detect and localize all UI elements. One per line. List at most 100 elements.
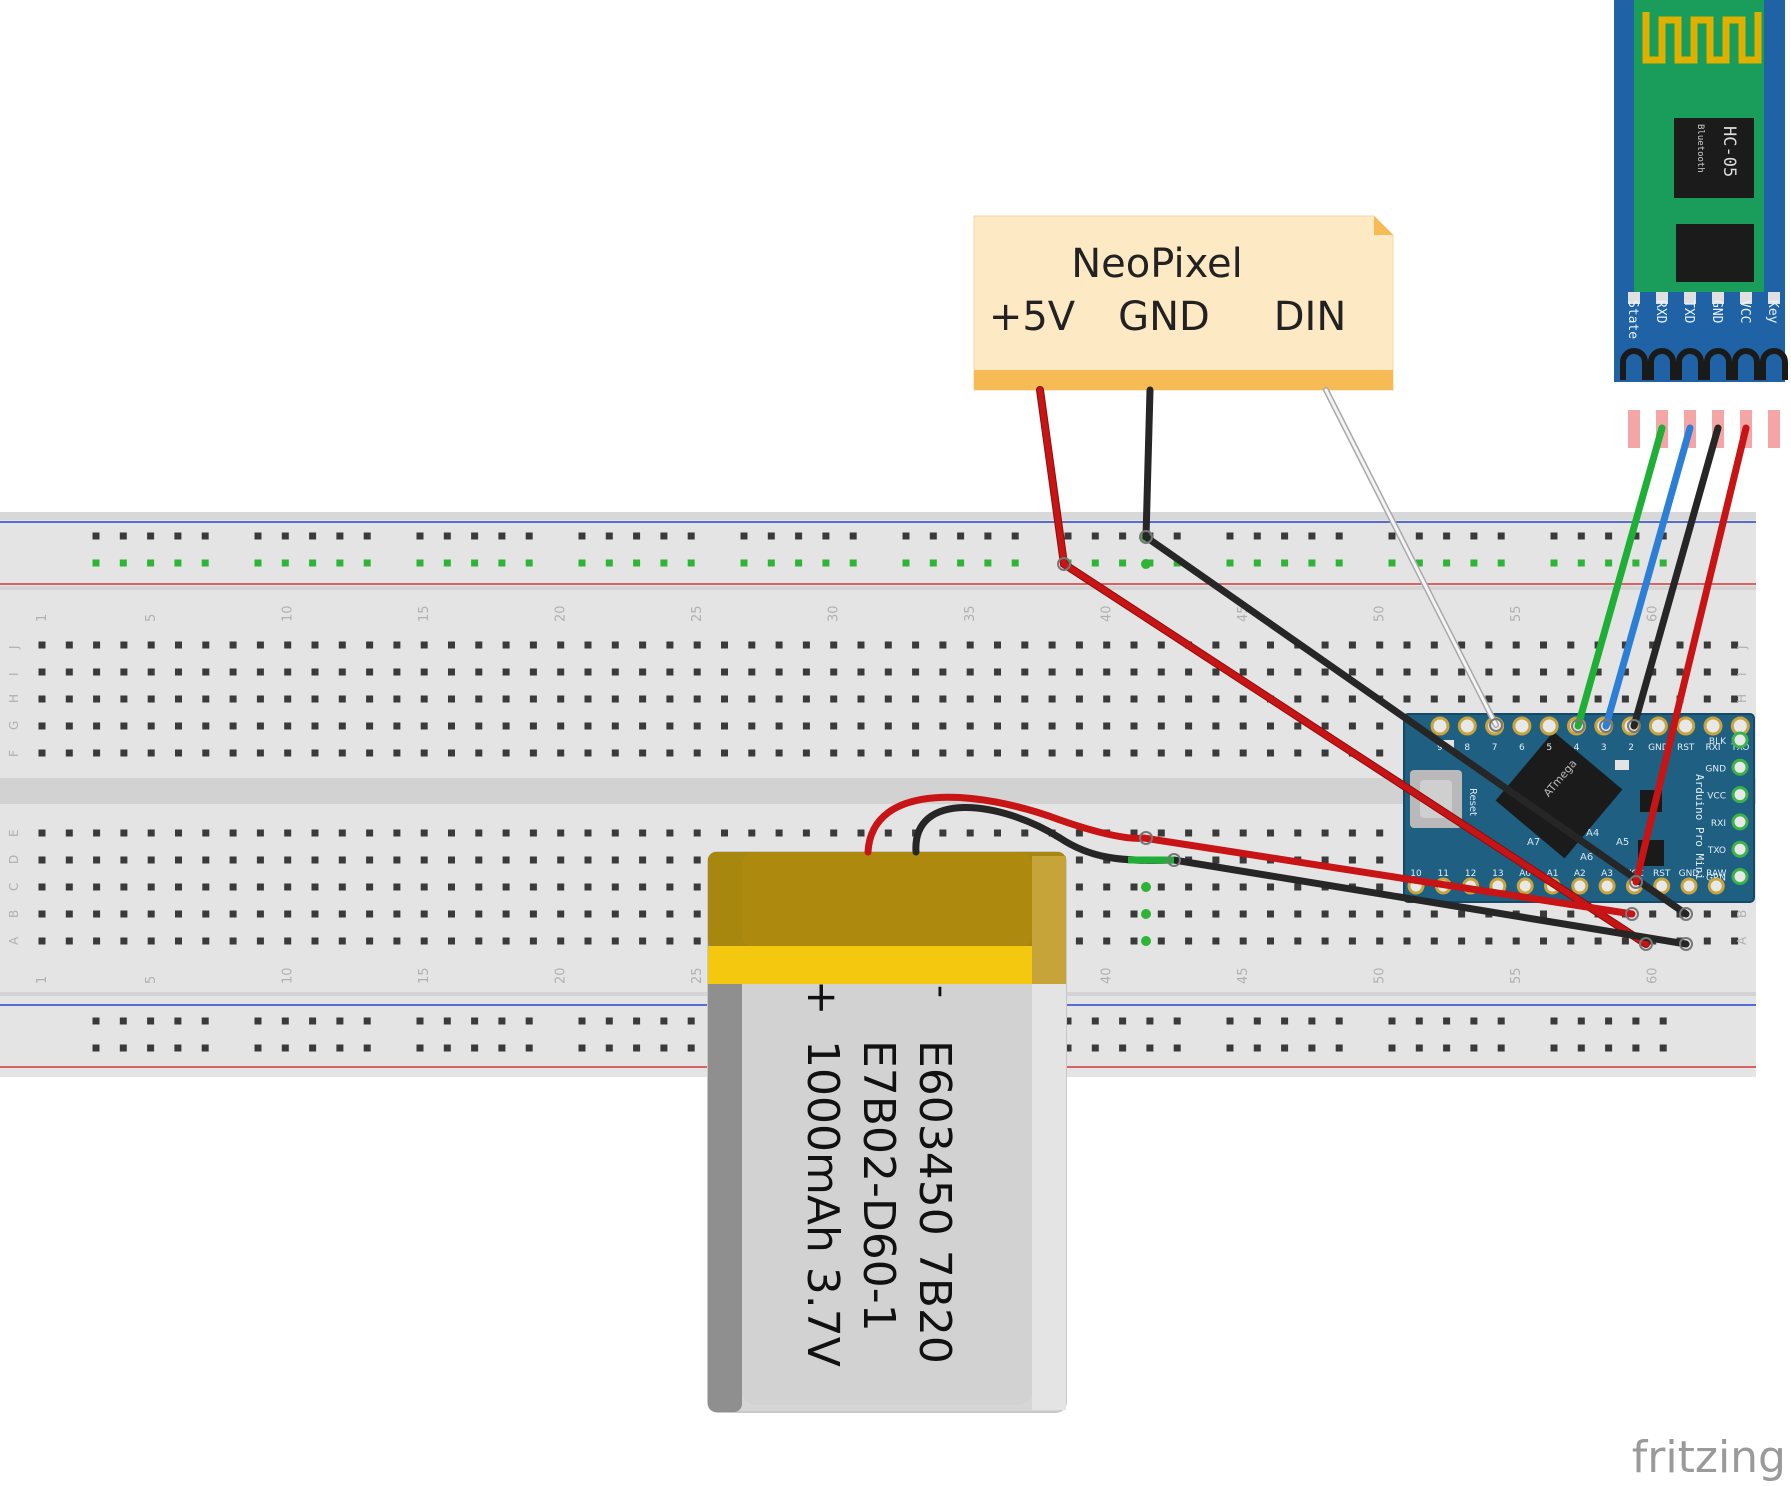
breadboard-hole[interactable] [420,668,428,676]
breadboard-hole[interactable] [884,668,892,676]
arduino-header-pin[interactable] [1731,840,1749,858]
rail-hole[interactable] [1226,1017,1234,1025]
rail-hole[interactable] [363,559,371,567]
rail-hole[interactable] [1146,1017,1154,1025]
breadboard-hole[interactable] [284,749,292,757]
rail-hole[interactable] [363,532,371,540]
rail-hole[interactable] [443,1044,451,1052]
rail-hole[interactable] [1119,1017,1127,1025]
arduino-header-pin[interactable] [1539,716,1559,736]
breadboard-hole[interactable] [1075,856,1083,864]
breadboard-hole[interactable] [284,883,292,891]
breadboard-hole[interactable] [1021,722,1029,730]
breadboard-hole[interactable] [93,749,101,757]
wire-neopixel-gnd[interactable] [1142,386,1690,918]
breadboard-hole[interactable] [557,856,565,864]
rail-hole[interactable] [147,559,155,567]
breadboard-hole[interactable] [529,749,537,757]
breadboard-hole[interactable] [1567,910,1575,918]
breadboard-hole[interactable] [65,856,73,864]
breadboard-hole[interactable] [912,722,920,730]
breadboard-hole[interactable] [93,722,101,730]
breadboard-hole[interactable] [1458,937,1466,945]
breadboard-hole[interactable] [1485,668,1493,676]
breadboard-hole[interactable] [584,668,592,676]
breadboard-hole[interactable] [529,856,537,864]
rail-hole[interactable] [1497,1017,1505,1025]
rail-hole[interactable] [929,559,937,567]
breadboard-hole[interactable] [175,722,182,730]
breadboard-hole[interactable] [202,937,210,945]
rail-hole[interactable] [1064,1044,1072,1052]
rail-hole[interactable] [1632,532,1640,540]
breadboard-hole[interactable] [966,722,974,730]
breadboard-hole[interactable] [338,937,346,945]
breadboard-hole[interactable] [229,937,237,945]
breadboard-hole[interactable] [175,641,182,649]
breadboard-hole[interactable] [529,883,537,891]
breadboard-hole[interactable] [639,910,647,918]
rail-hole[interactable] [281,1044,289,1052]
rail-hole[interactable] [119,532,127,540]
breadboard-hole[interactable] [448,749,455,757]
rail-hole[interactable] [1415,559,1423,567]
breadboard-hole[interactable] [1512,937,1520,945]
rail-hole[interactable] [1335,532,1343,540]
arduino-header-pin[interactable] [1648,716,1668,736]
breadboard-hole[interactable] [1021,695,1029,703]
breadboard-hole[interactable] [366,749,374,757]
breadboard-hole[interactable] [1075,695,1083,703]
breadboard-hole[interactable] [120,829,128,837]
rail-hole[interactable] [1335,1017,1343,1025]
breadboard-hole[interactable] [666,722,674,730]
breadboard-hole[interactable] [1212,641,1220,649]
breadboard-hole[interactable] [1321,722,1329,730]
breadboard-hole[interactable] [38,749,46,757]
breadboard-hole[interactable] [65,695,73,703]
breadboard-hole[interactable] [1458,668,1466,676]
breadboard-hole[interactable] [1130,722,1138,730]
breadboard-hole[interactable] [366,910,374,918]
arduino-header-pin[interactable] [1703,716,1723,736]
breadboard-hole[interactable] [120,722,128,730]
wire-neopixel-din[interactable] [1324,388,1498,727]
breadboard-hole[interactable] [229,829,237,837]
breadboard-hole[interactable] [1239,668,1247,676]
breadboard-hole[interactable] [666,910,674,918]
breadboard-hole[interactable] [1267,910,1274,918]
rail-hole[interactable] [336,1017,344,1025]
rail-hole[interactable] [416,1017,424,1025]
breadboard-hole[interactable] [502,695,510,703]
breadboard-hole[interactable] [1185,883,1193,891]
breadboard-hole[interactable] [448,668,455,676]
breadboard-hole[interactable] [611,641,619,649]
breadboard-hole[interactable] [366,641,374,649]
rail-hole[interactable] [92,559,100,567]
rail-hole[interactable] [849,532,857,540]
breadboard-hole[interactable] [1212,937,1220,945]
breadboard-hole[interactable] [393,749,401,757]
breadboard-hole[interactable] [1621,695,1629,703]
rail-hole[interactable] [1550,1017,1558,1025]
rail-hole[interactable] [1632,559,1640,567]
breadboard-hole[interactable] [202,668,210,676]
breadboard-hole[interactable] [1021,749,1029,757]
rail-hole[interactable] [605,1017,613,1025]
breadboard-hole[interactable] [693,937,701,945]
breadboard-hole[interactable] [311,937,319,945]
breadboard-hole[interactable] [693,856,701,864]
breadboard-hole[interactable] [966,668,974,676]
breadboard-hole[interactable] [1048,695,1056,703]
breadboard-hole[interactable] [1649,641,1657,649]
rail-hole[interactable] [1253,1044,1261,1052]
arduino-header-pin[interactable] [1516,877,1534,895]
breadboard-hole[interactable] [1403,641,1411,649]
breadboard-hole[interactable] [693,668,701,676]
rail-hole[interactable] [201,1044,209,1052]
breadboard-hole[interactable] [284,722,292,730]
breadboard-hole[interactable] [1376,749,1384,757]
rail-hole[interactable] [1632,1017,1640,1025]
breadboard-hole[interactable] [693,722,701,730]
breadboard-hole[interactable] [584,937,592,945]
breadboard-hole[interactable] [93,856,101,864]
